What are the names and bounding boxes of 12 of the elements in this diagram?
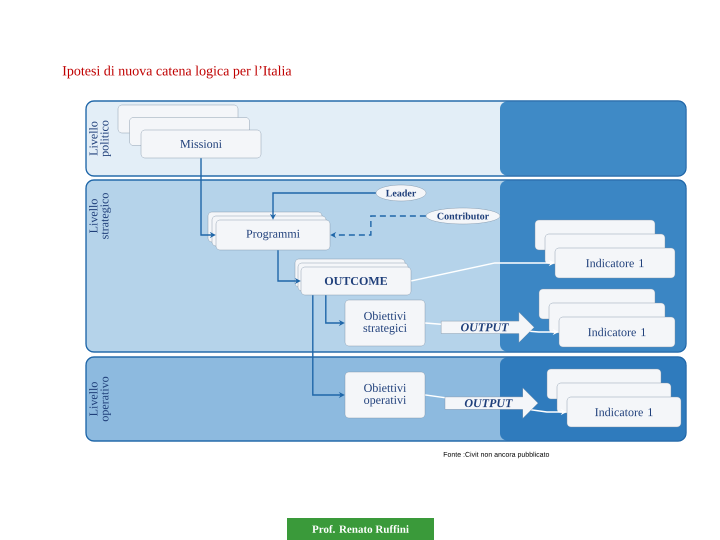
process-box: OUTCOME (300, 266, 412, 296)
block-arrow-label: OUTPUT (440, 312, 534, 343)
process-box: Obiettivi strategici (344, 300, 426, 346)
process-box: Indicatore 1 (558, 316, 676, 348)
process-box: Indicatore 1 (554, 248, 676, 278)
block-arrow-label: OUTPUT (444, 388, 538, 419)
process-box: Programmi (216, 220, 330, 250)
process-box: Missioni (140, 130, 262, 158)
title: Ipotesi di nuova catena logica per l’Italia (62, 66, 292, 78)
author-banner: Prof. Renato Ruffini (287, 518, 434, 540)
process-box: Obiettivi operativi (344, 372, 426, 418)
process-box: Indicatore 1 (566, 396, 682, 428)
